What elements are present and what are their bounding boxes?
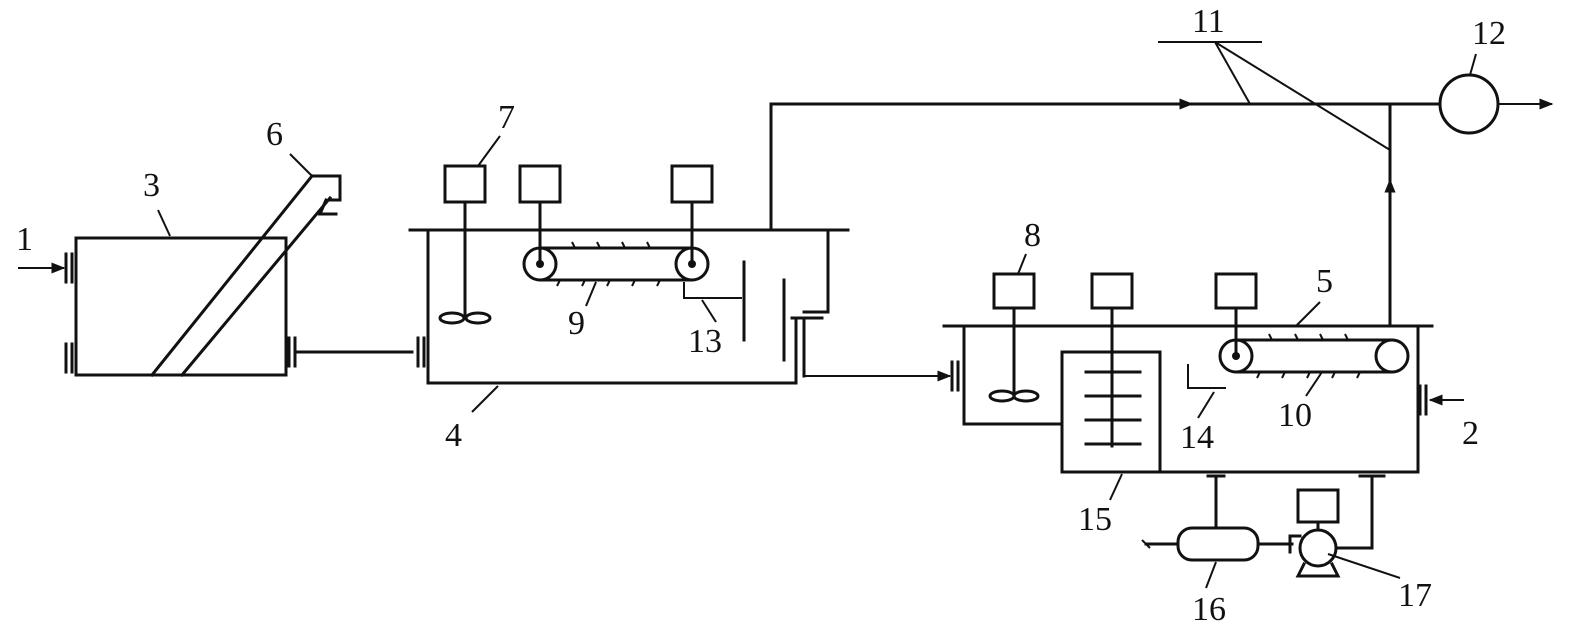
inclined-conveyor [149, 173, 342, 378]
label-5: 5 [1316, 263, 1333, 300]
label-13: 13 [688, 323, 722, 360]
label-12: 12 [1472, 15, 1506, 52]
label-8: 8 [1024, 217, 1041, 254]
label-3: 3 [143, 167, 160, 204]
label-7: 7 [498, 99, 515, 136]
disc-mixer-15 [1084, 272, 1142, 448]
gas-header-11 [769, 41, 1554, 328]
label-10: 10 [1278, 397, 1312, 434]
pipe-4-to-5 [802, 316, 960, 392]
label-16: 16 [1192, 591, 1226, 628]
feed-tank [64, 236, 288, 377]
label-2: 2 [1462, 415, 1479, 452]
label-6: 6 [266, 116, 283, 153]
scraper-conveyor-9 [518, 164, 714, 287]
label-4: 4 [445, 417, 462, 454]
label-17: 17 [1398, 577, 1432, 614]
pipe-3-to-4 [287, 336, 426, 368]
scraper-conveyor-10 [1214, 272, 1410, 379]
tank-16 [1141, 474, 1294, 562]
tank-5 [942, 324, 1434, 474]
agitator-7 [438, 164, 492, 325]
label-11: 11 [1192, 3, 1225, 40]
pump-17 [1288, 474, 1386, 578]
label-1: 1 [16, 221, 33, 258]
device-12 [1438, 73, 1500, 135]
label-14: 14 [1180, 419, 1214, 456]
label-15: 15 [1078, 501, 1112, 538]
agitator-8 [988, 272, 1040, 403]
label-9: 9 [568, 305, 585, 342]
reactor-tank-4 [408, 228, 850, 385]
